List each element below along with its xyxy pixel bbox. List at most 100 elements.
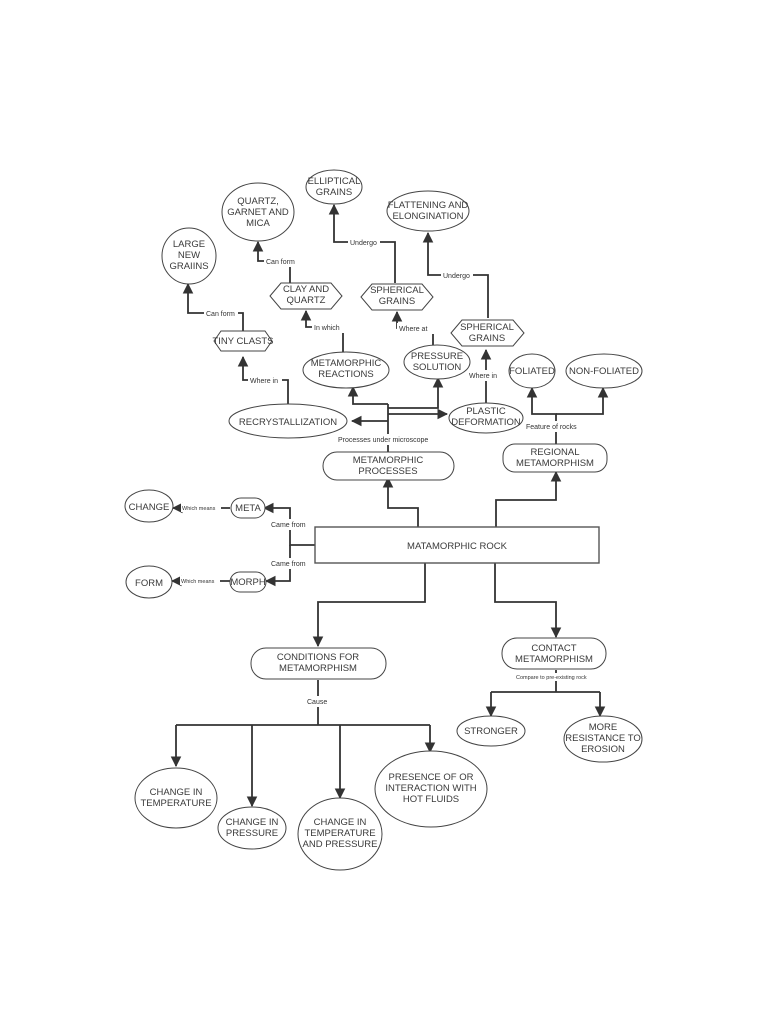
node-label-line: QUARTZ, [237, 196, 279, 207]
edge-label-came-from-2: Came from [271, 561, 306, 568]
node-label-line: PRESENCE OF OR [389, 772, 474, 783]
node-label-line: PROCESSES [358, 466, 417, 477]
svg-text:MATAMORPHIC ROCK: MATAMORPHIC ROCK [407, 541, 508, 552]
node-label-line: GRAINS [316, 187, 352, 198]
svg-text:RECRYSTALLIZATION: RECRYSTALLIZATION [239, 417, 337, 428]
node-label-line: INTERACTION WITH [385, 783, 476, 794]
node-label-line: RECRYSTALLIZATION [239, 417, 337, 428]
edge-trunk-reactions [347, 385, 388, 405]
node-label-line: EROSION [581, 744, 625, 755]
node-label-line: GRAINS [379, 296, 415, 307]
node-label-line: SPHERICAL [370, 285, 424, 296]
svg-text:FOLIATED: FOLIATED [509, 366, 555, 377]
svg-text:TINY CLASTS: TINY CLASTS [212, 336, 273, 347]
node-matamorphic-rock: MATAMORPHIC ROCK [314, 526, 600, 564]
node-label-line: NON-FOLIATED [569, 366, 639, 377]
node-label-line: MORPH [230, 577, 266, 588]
edge-label-which-means-1: Which means [182, 506, 216, 512]
node-label-line: HOT FLUIDS [403, 794, 459, 805]
edge-main-processes [382, 476, 419, 527]
node-foliated: FOLIATED [508, 353, 556, 389]
node-label-line: QUARTZ [287, 295, 326, 306]
edge-main-conditions [312, 563, 426, 648]
node-label-line: CONDITIONS FOR [277, 652, 359, 663]
node-label-line: GARNET AND [227, 207, 289, 218]
edge-trunk-pressure [388, 376, 444, 409]
edge-label-can-form-2: Can form [266, 259, 295, 266]
svg-text:NON-FOLIATED: NON-FOLIATED [569, 366, 639, 377]
node-label-line: NEW [178, 250, 200, 261]
node-label-line: TEMPERATURE [304, 828, 375, 839]
node-label-line: PLASTIC [466, 406, 506, 417]
node-label-line: DEFORMATION [451, 417, 521, 428]
svg-text:CHANGE: CHANGE [129, 502, 170, 513]
node-label-line: ELONGINATION [392, 211, 463, 222]
edge-label-processes-under-microscope: Processes under microscope [338, 437, 428, 444]
edge-label-undergo-1: Undergo [350, 240, 377, 247]
node-label-line: METAMORPHIC [311, 358, 382, 369]
edge-label-compare: Compare to pre-existing rock [516, 675, 587, 681]
node-label-line: CHANGE IN [314, 817, 367, 828]
node-label-line: SOLUTION [413, 362, 462, 373]
edge-label-cause: Cause [307, 699, 327, 706]
node-change: CHANGE [124, 489, 174, 523]
node-morph: MORPH [229, 571, 267, 593]
edge-regional-foliated [526, 386, 557, 448]
edge-labels: Came from Came from Which means Which me… [180, 237, 598, 707]
svg-text:META: META [235, 503, 261, 514]
node-label-line: GRAIINS [169, 261, 208, 272]
edge-label-where-in-1: Where in [250, 378, 278, 385]
nodes: MATAMORPHIC ROCK META MORPH CHANGE FORM … [124, 169, 643, 871]
node-label-line: FOLIATED [509, 366, 555, 377]
node-label-line: TINY CLASTS [212, 336, 273, 347]
node-label-line: METAMORPHISM [515, 654, 593, 665]
node-non-foliated: NON-FOLIATED [565, 353, 643, 389]
node-label-line: METAMORPHISM [279, 663, 357, 674]
edge-label-came-from-1: Came from [271, 522, 306, 529]
node-label-line: CONTACT [531, 643, 576, 654]
edge-label-in-which: In which [314, 325, 340, 332]
node-label-line: CLAY AND [283, 284, 329, 295]
svg-text:STRONGER: STRONGER [464, 726, 518, 737]
node-label-line: SPHERICAL [460, 322, 514, 333]
node-label-line: TEMPERATURE [140, 798, 211, 809]
node-form: FORM [125, 565, 173, 599]
node-label-line: FLATTENING AND [388, 200, 469, 211]
edge-label-which-means-2: Which means [181, 579, 215, 585]
node-label-line: GRAINS [469, 333, 505, 344]
svg-text:FORM: FORM [135, 578, 163, 589]
node-label-line: FORM [135, 578, 163, 589]
edge-label-where-in-2: Where in [469, 373, 497, 380]
node-label-line: AND PRESSURE [303, 839, 378, 850]
node-label-line: MORE [589, 722, 618, 733]
